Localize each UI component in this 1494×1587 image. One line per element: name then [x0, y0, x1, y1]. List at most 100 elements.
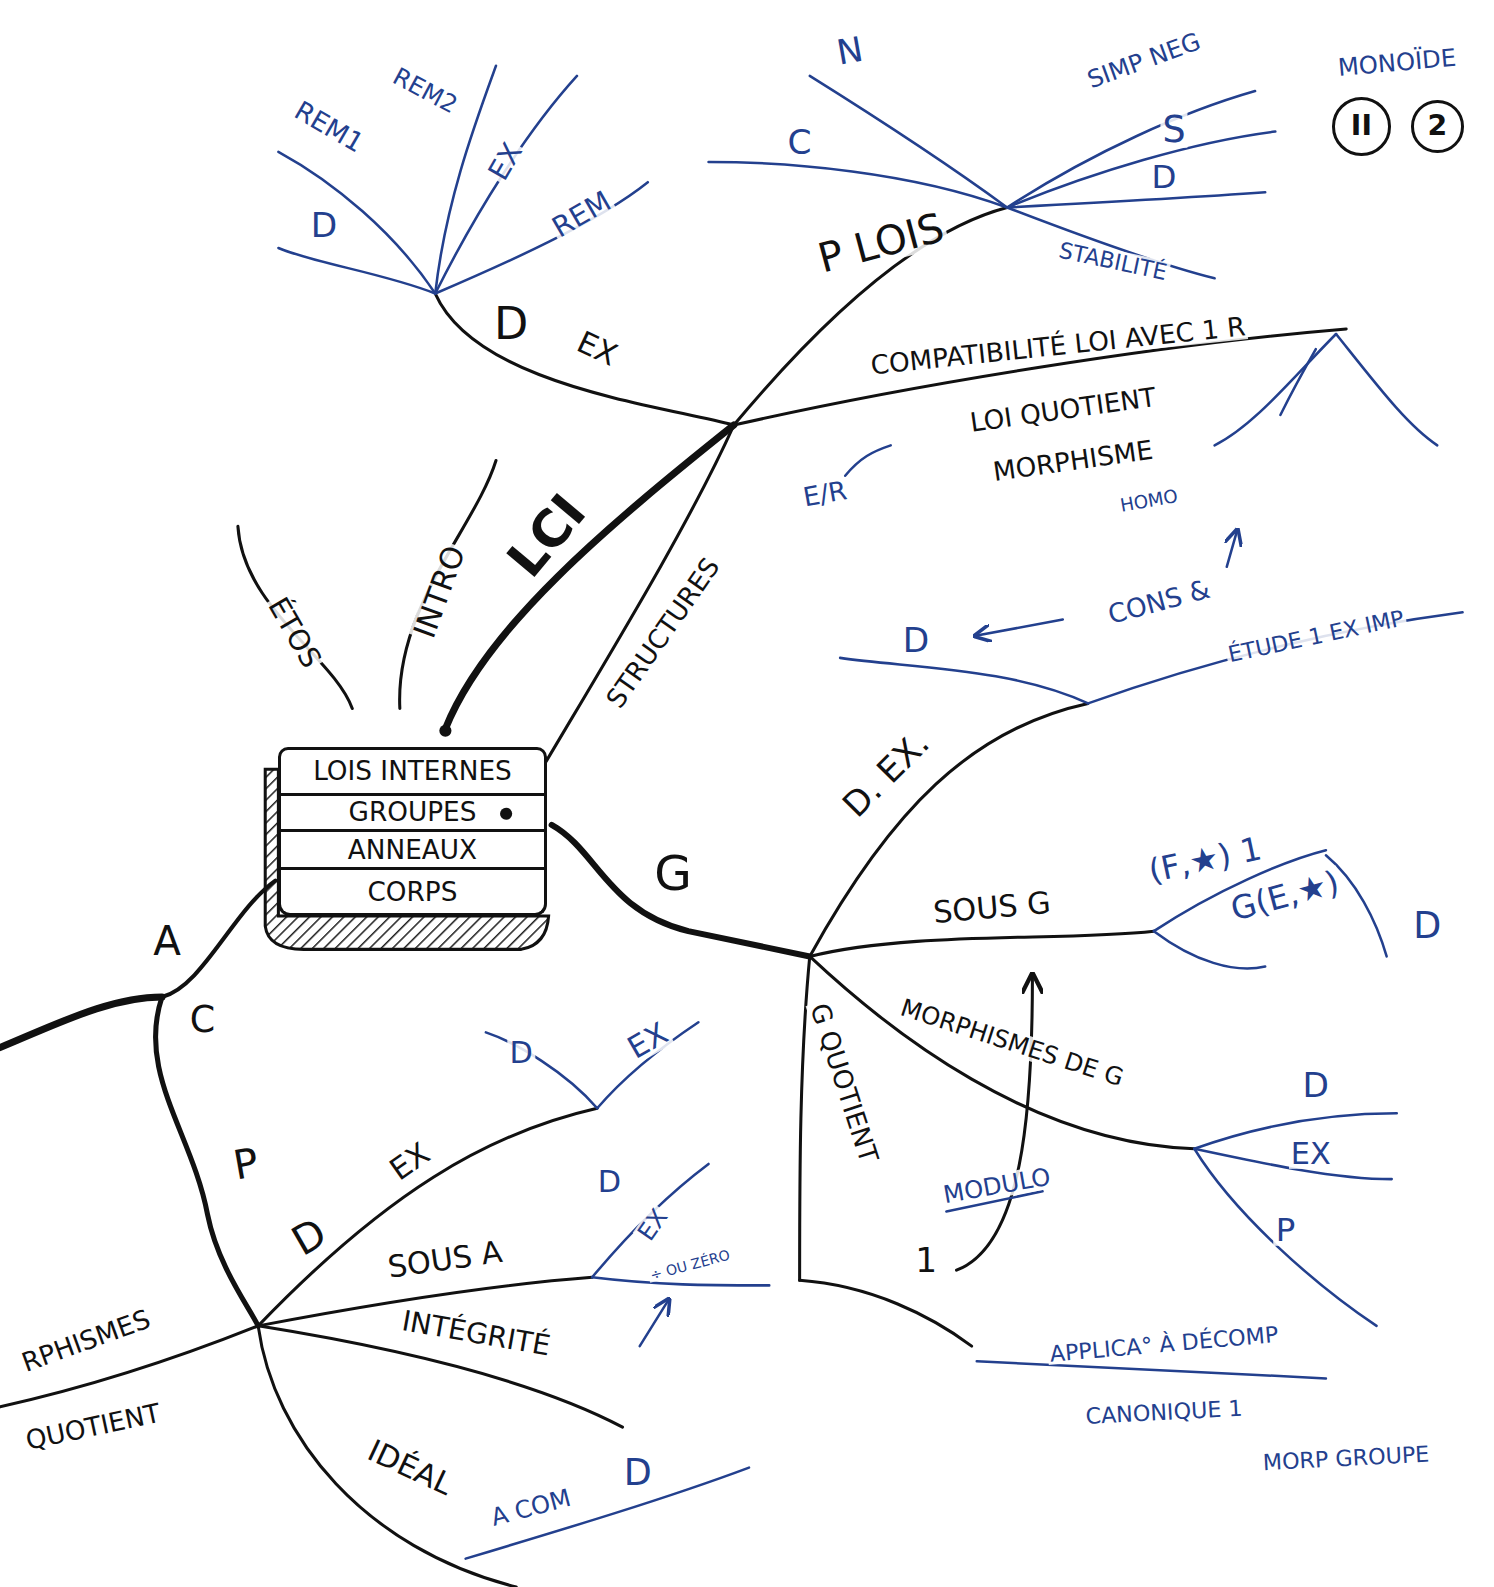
node-text: 2	[1427, 112, 1447, 140]
branch-line	[1336, 334, 1437, 445]
numbered-circle: II	[1332, 97, 1391, 156]
branch-label: 1	[913, 1243, 939, 1277]
branch-label: ÉTOS	[261, 591, 325, 674]
node-text: ANNEAUX	[348, 837, 477, 863]
branch-label: G	[652, 848, 694, 897]
branch-label: EX	[571, 326, 624, 372]
branch-label: QUOTIENT	[21, 1400, 164, 1455]
node-text: LOIS INTERNES	[313, 758, 512, 784]
branch-line	[977, 1361, 1326, 1378]
branch-label: N	[833, 31, 868, 70]
branch-label: EX	[633, 1203, 674, 1246]
branch-label: SOUS G	[930, 888, 1054, 929]
branch-line	[1154, 931, 1265, 968]
branch-line	[1194, 1149, 1376, 1326]
branch-line	[810, 931, 1154, 956]
branch-label: RPHISMES	[17, 1305, 156, 1377]
structure-band: ANNEAUX	[278, 832, 546, 870]
branch-label: P LOIS	[812, 206, 950, 279]
branch-label: D	[622, 1455, 654, 1491]
black-branches	[0, 207, 1346, 1587]
branch-line	[445, 425, 733, 729]
branch-label: MORPHISME	[989, 436, 1156, 485]
branch-label: MONOÏDE	[1335, 45, 1459, 80]
branch-label: LCI	[498, 485, 596, 588]
branch-line	[1007, 91, 1255, 207]
branch-label: EX	[621, 1016, 674, 1064]
branch-label: EX	[1289, 1139, 1333, 1169]
branch-label: MORPHISMES DE G	[896, 994, 1128, 1090]
branch-label: SOUS A	[384, 1237, 506, 1284]
branch-line	[592, 1277, 769, 1285]
branch-label: REM	[546, 186, 617, 244]
branch-line	[1280, 349, 1315, 415]
branch-label: D	[492, 302, 530, 347]
branch-label: E/R	[799, 477, 851, 511]
branch-label: INTÉGRITÉ	[397, 1307, 554, 1362]
branch-label: D	[1301, 1068, 1332, 1102]
branch-label: D. EX.	[835, 724, 936, 825]
numbered-circle: 2	[1411, 100, 1464, 153]
branch-label: REM1	[288, 96, 369, 158]
branch-line	[258, 1326, 516, 1587]
branch-line	[977, 619, 1063, 635]
branch-line	[278, 248, 435, 294]
blue-branches	[278, 66, 1462, 1559]
branch-line	[1227, 531, 1237, 566]
structure-band: GROUPES	[278, 796, 546, 832]
branch-line	[552, 825, 810, 957]
branch-label: MORP GROUPE	[1260, 1442, 1432, 1473]
branch-label: G(E,★)	[1226, 865, 1345, 926]
branch-label: C	[786, 124, 814, 158]
branch-line	[810, 76, 1007, 208]
branch-label: D	[596, 1167, 623, 1197]
branch-line	[840, 658, 1088, 704]
box-shadow	[265, 769, 548, 949]
branch-line	[640, 1301, 668, 1347]
branch-label: COMPATIBILITÉ LOI AVEC 1 R	[867, 313, 1248, 379]
branch-label: CANONIQUE 1	[1083, 1397, 1245, 1428]
branch-label: A	[151, 921, 183, 961]
branch-line	[542, 425, 734, 769]
branch-label: D	[508, 1037, 535, 1067]
branch-line	[810, 703, 1088, 956]
node-text: CORPS	[368, 879, 458, 905]
branch-label: IDÉAL	[361, 1434, 458, 1501]
branch-line	[400, 461, 496, 709]
branch-label: SIMP NEG	[1082, 28, 1205, 93]
branch-label: P	[1274, 1214, 1298, 1246]
branch-line	[1007, 132, 1275, 208]
branch-label: ÷ OU ZÉRO	[647, 1247, 734, 1283]
branch-line	[0, 997, 162, 1048]
branch-line	[435, 182, 648, 293]
branch-line	[800, 1280, 972, 1346]
branch-label: D	[1150, 161, 1179, 193]
branch-label: D	[309, 207, 340, 241]
branch-label: A COM	[487, 1485, 576, 1531]
node-text: II	[1351, 112, 1372, 140]
branch-label: G QUOTIENT	[805, 998, 882, 1167]
branch-line	[845, 445, 891, 475]
branch-label: D	[1411, 908, 1443, 944]
branch-line	[258, 1108, 597, 1326]
branch-label: APPLICA° À DÉCOMP	[1047, 1323, 1281, 1365]
branch-line	[486, 1032, 597, 1108]
branch-label: ÉTUDE 1 EX IMP	[1224, 606, 1408, 666]
branch-label: INTRO	[409, 540, 471, 644]
branch-label: S	[1161, 111, 1188, 147]
branch-line	[1007, 192, 1265, 207]
branch-label: D	[901, 622, 932, 656]
branch-line	[709, 162, 1008, 208]
branch-line	[466, 1468, 749, 1559]
branch-label: D	[283, 1211, 334, 1264]
branch-line	[435, 294, 734, 426]
branch-label: CONS &	[1103, 576, 1214, 629]
structure-band: LOIS INTERNES	[278, 747, 546, 796]
branch-label: C	[188, 1002, 217, 1038]
structure-band: CORPS	[278, 870, 546, 916]
anchor-dot	[439, 725, 451, 737]
node-text: GROUPES	[349, 799, 477, 825]
